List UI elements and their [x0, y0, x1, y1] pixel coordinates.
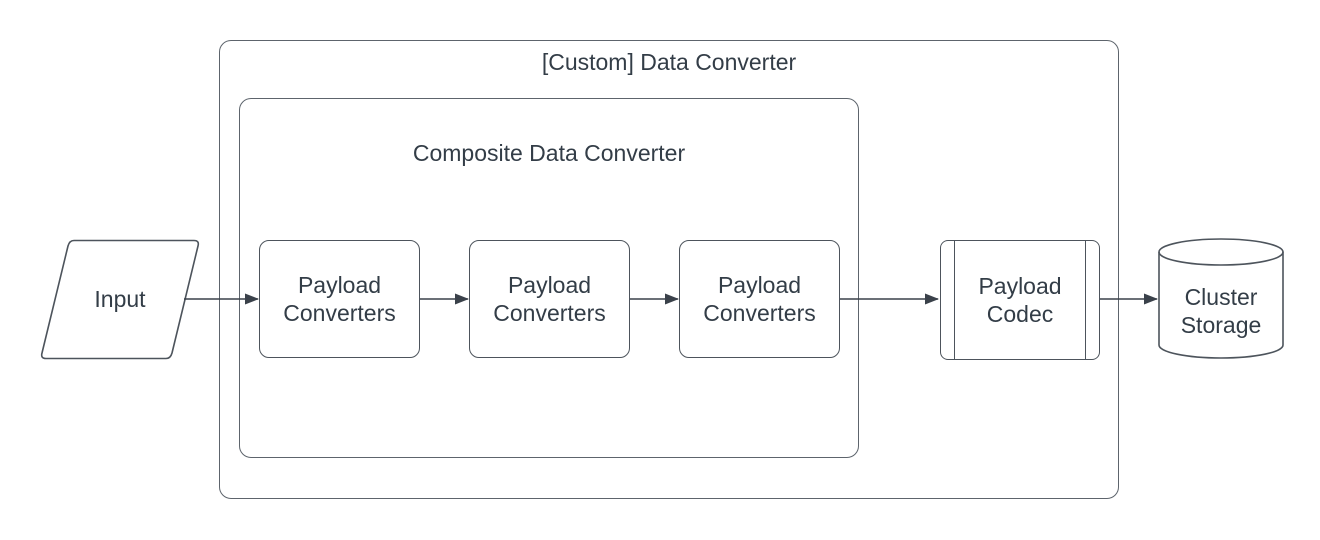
payload-converters-box-3: Payload Converters	[679, 240, 840, 358]
codec-left-bar	[954, 241, 956, 359]
payload-codec-box: Payload Codec	[940, 240, 1100, 360]
custom-data-converter-container: [Custom] Data Converter	[219, 40, 1119, 499]
payload-codec-label: Payload Codec	[978, 273, 1062, 327]
input-parallelogram-shape	[40, 239, 200, 360]
cylinder-rim	[1158, 251, 1284, 266]
composite-data-converter-container: Composite Data Converter	[239, 98, 859, 458]
composite-data-converter-title: Composite Data Converter	[412, 140, 686, 166]
custom-data-converter-title: [Custom] Data Converter	[541, 49, 797, 75]
payload-converters-label-2: Payload Converters	[493, 272, 606, 326]
payload-converters-box-2: Payload Converters	[469, 240, 630, 358]
cluster-storage-cylinder-shape	[1158, 238, 1284, 359]
codec-right-bar	[1084, 241, 1086, 359]
payload-converters-label-1: Payload Converters	[283, 272, 396, 326]
payload-converters-box-1: Payload Converters	[259, 240, 420, 358]
payload-converters-label-3: Payload Converters	[703, 272, 816, 326]
